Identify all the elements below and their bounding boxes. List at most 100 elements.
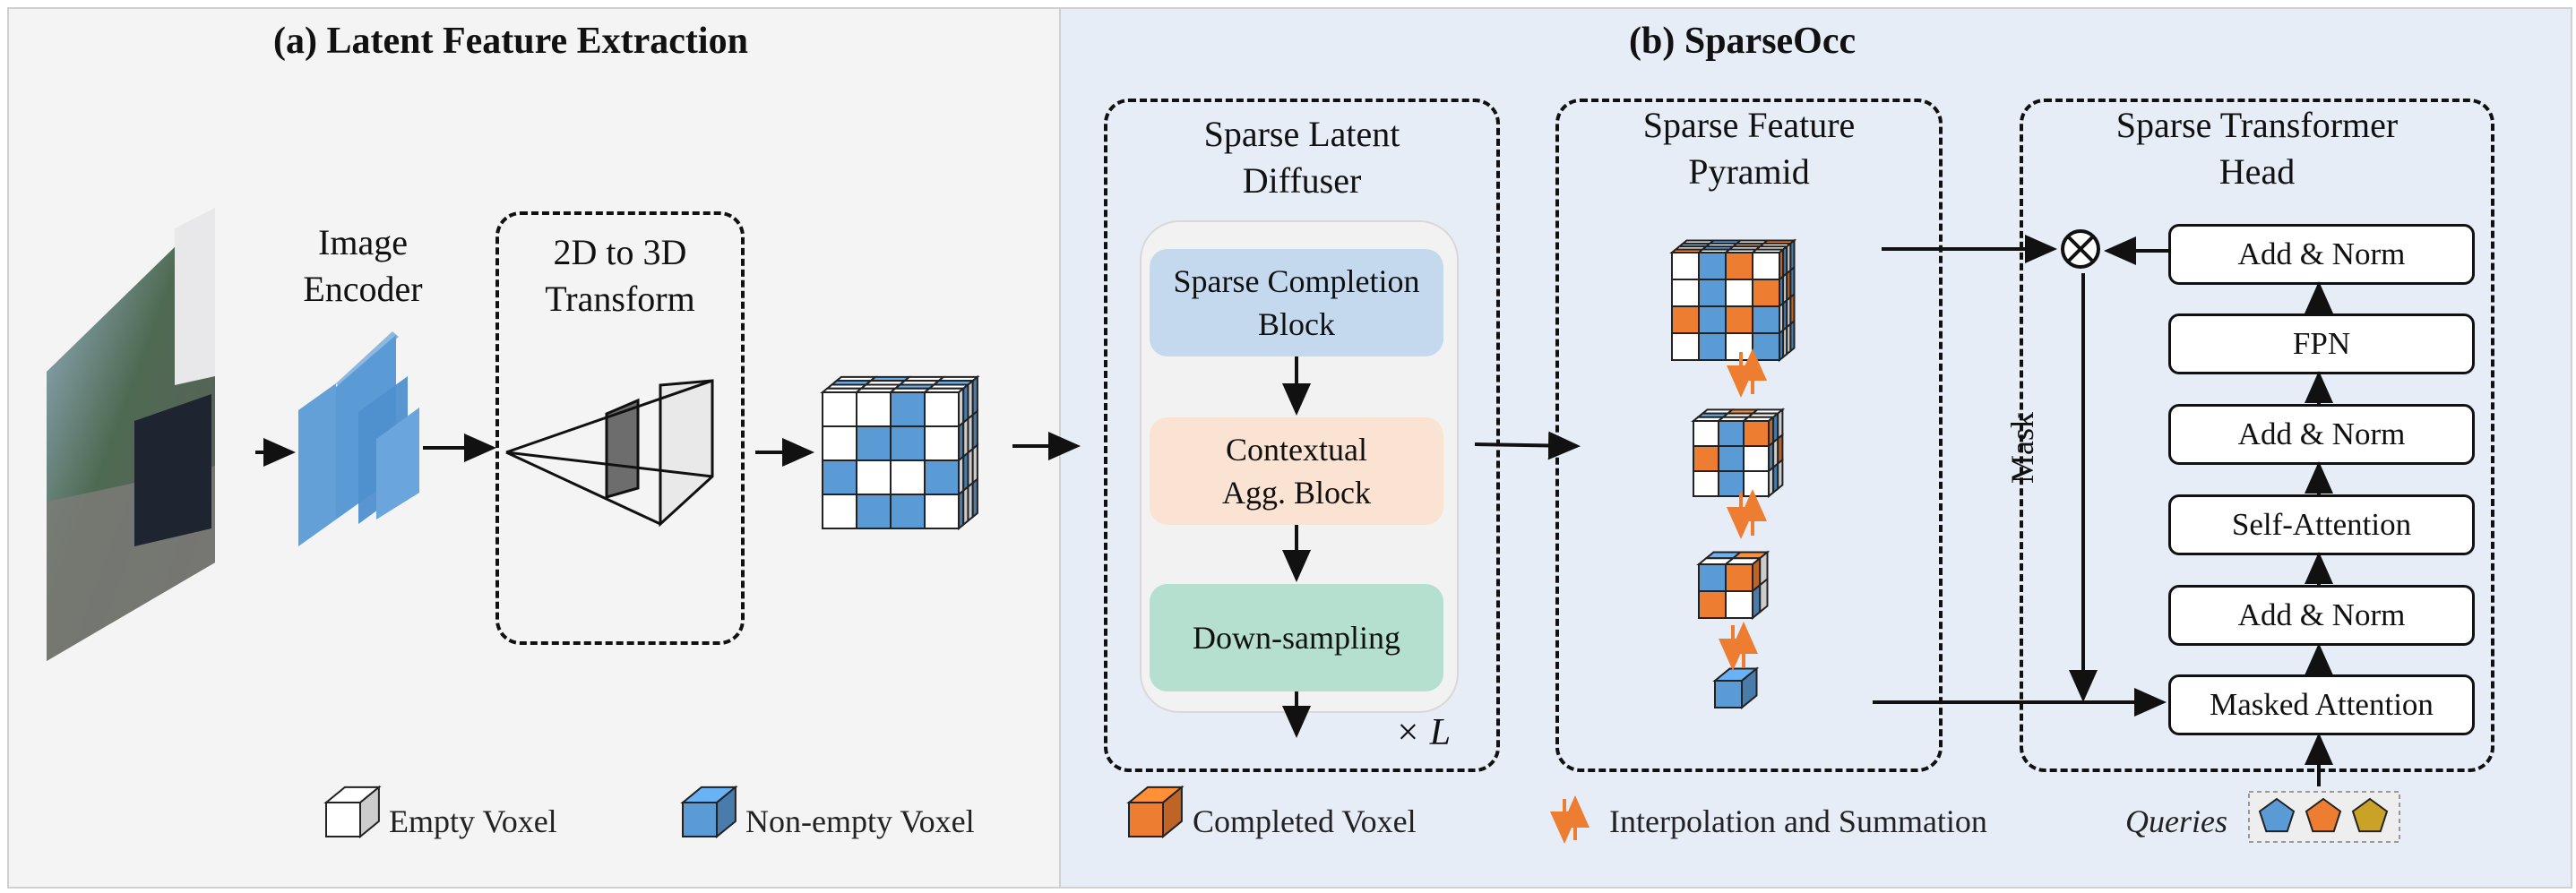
voxel-front-face bbox=[924, 494, 960, 529]
voxel-side-face bbox=[1777, 458, 1784, 491]
voxel-cubes bbox=[323, 238, 1797, 839]
add-norm-box-low: Add & Norm bbox=[2168, 585, 2475, 646]
voxel-front-face bbox=[1752, 279, 1780, 307]
input-image bbox=[47, 208, 215, 661]
voxel-front-face bbox=[890, 459, 926, 495]
voxel-front-face bbox=[1671, 332, 1700, 361]
fpn-box: FPN bbox=[2168, 313, 2475, 374]
query-pentagon bbox=[2258, 797, 2296, 833]
voxel-front-face bbox=[1718, 470, 1745, 497]
voxel-front-face bbox=[890, 391, 926, 427]
voxel-side-face bbox=[1789, 238, 1796, 272]
voxel-top-face bbox=[1669, 248, 1705, 253]
voxel-front-face bbox=[856, 391, 892, 427]
voxel-side-face bbox=[716, 785, 737, 839]
voxel-top-face bbox=[1723, 248, 1759, 253]
voxel-front-face bbox=[1725, 252, 1753, 280]
voxel-front-face bbox=[325, 802, 361, 837]
voxel-side-face bbox=[971, 442, 978, 485]
voxel-front-face bbox=[822, 494, 857, 529]
voxel-front-face bbox=[1743, 445, 1770, 472]
sparse-latent-diffuser-box bbox=[1104, 99, 1500, 772]
voxel-side-face bbox=[971, 408, 978, 451]
voxel-front-face bbox=[1718, 420, 1745, 447]
voxel-front-face bbox=[1693, 470, 1719, 497]
masked-attention-box: Masked Attention bbox=[2168, 674, 2475, 735]
queries-label: Queries bbox=[2125, 803, 2227, 839]
down-sampling-block: Down-sampling bbox=[1150, 584, 1443, 691]
voxel-front-face bbox=[1671, 279, 1700, 307]
panel-a-title: (a) Latent Feature Extraction bbox=[273, 21, 748, 62]
voxel-front-face bbox=[1693, 445, 1719, 472]
frustum-icon bbox=[505, 379, 714, 528]
voxel-front-face bbox=[822, 459, 857, 495]
voxel-front-face bbox=[1698, 332, 1727, 361]
voxel-front-face bbox=[1725, 563, 1753, 592]
voxel-top-face bbox=[854, 387, 899, 393]
voxel-top-face bbox=[888, 387, 933, 393]
voxel-side-face bbox=[1162, 785, 1183, 839]
voxel-top-face bbox=[922, 387, 967, 393]
voxel-side-face bbox=[1741, 666, 1758, 710]
voxel-front-face bbox=[890, 425, 926, 461]
voxel-side-face bbox=[1789, 292, 1796, 326]
voxel-front-face bbox=[822, 425, 857, 461]
voxel-front-face bbox=[1743, 420, 1770, 447]
voxel-side-face bbox=[359, 785, 380, 839]
voxel-front-face bbox=[1752, 305, 1780, 334]
voxel-front-face bbox=[890, 494, 926, 529]
voxel-front-face bbox=[1743, 470, 1770, 497]
voxel-front-face bbox=[1718, 445, 1745, 472]
voxel-cube bbox=[680, 785, 738, 839]
voxel-cube bbox=[1696, 550, 1770, 621]
voxel-front-face bbox=[1698, 305, 1727, 334]
image-encoder-icon bbox=[298, 331, 419, 546]
panel-b-title: (b) SparseOcc bbox=[1629, 21, 1857, 62]
voxel-front-face bbox=[1671, 252, 1700, 280]
voxel-front-face bbox=[1725, 590, 1753, 619]
add-norm-box-top: Add & Norm bbox=[2168, 224, 2475, 285]
voxel-front-face bbox=[856, 425, 892, 461]
voxel-front-face bbox=[856, 459, 892, 495]
voxel-side-face bbox=[1789, 319, 1796, 353]
self-attention-box: Self-Attention bbox=[2168, 494, 2475, 555]
voxel-front-face bbox=[1725, 279, 1753, 307]
query-pentagon bbox=[2305, 797, 2342, 833]
voxel-side-face bbox=[1752, 583, 1762, 621]
query-pentagon bbox=[2351, 797, 2389, 833]
legend-interpolation: Interpolation and Summation bbox=[1609, 803, 1987, 839]
voxel-cube bbox=[323, 785, 382, 839]
voxel-front-face bbox=[1698, 252, 1727, 280]
voxel-front-face bbox=[1725, 305, 1753, 334]
voxel-front-face bbox=[1698, 590, 1727, 619]
voxel-top-face bbox=[1696, 248, 1732, 253]
voxel-front-face bbox=[1752, 332, 1780, 361]
voxel-front-face bbox=[1714, 680, 1743, 708]
voxel-front-face bbox=[1698, 279, 1727, 307]
voxel-front-face bbox=[822, 391, 857, 427]
voxel-cube bbox=[1691, 408, 1786, 499]
voxel-side-face bbox=[971, 477, 978, 519]
repeat-l-label: × L bbox=[1394, 712, 1452, 753]
voxel-front-face bbox=[1128, 802, 1164, 837]
transform-box bbox=[495, 211, 745, 645]
add-norm-box-mid: Add & Norm bbox=[2168, 404, 2475, 465]
queries-icons bbox=[2258, 797, 2389, 833]
voxel-cube bbox=[1712, 666, 1760, 710]
voxel-front-face bbox=[924, 459, 960, 495]
voxel-front-face bbox=[682, 802, 718, 837]
voxel-cube bbox=[1669, 238, 1797, 363]
voxel-side-face bbox=[1759, 577, 1769, 614]
voxel-top-face bbox=[1750, 248, 1786, 253]
legend-empty-voxel: Empty Voxel bbox=[389, 803, 557, 839]
voxel-front-face bbox=[924, 391, 960, 427]
voxel-side-face bbox=[971, 374, 978, 417]
